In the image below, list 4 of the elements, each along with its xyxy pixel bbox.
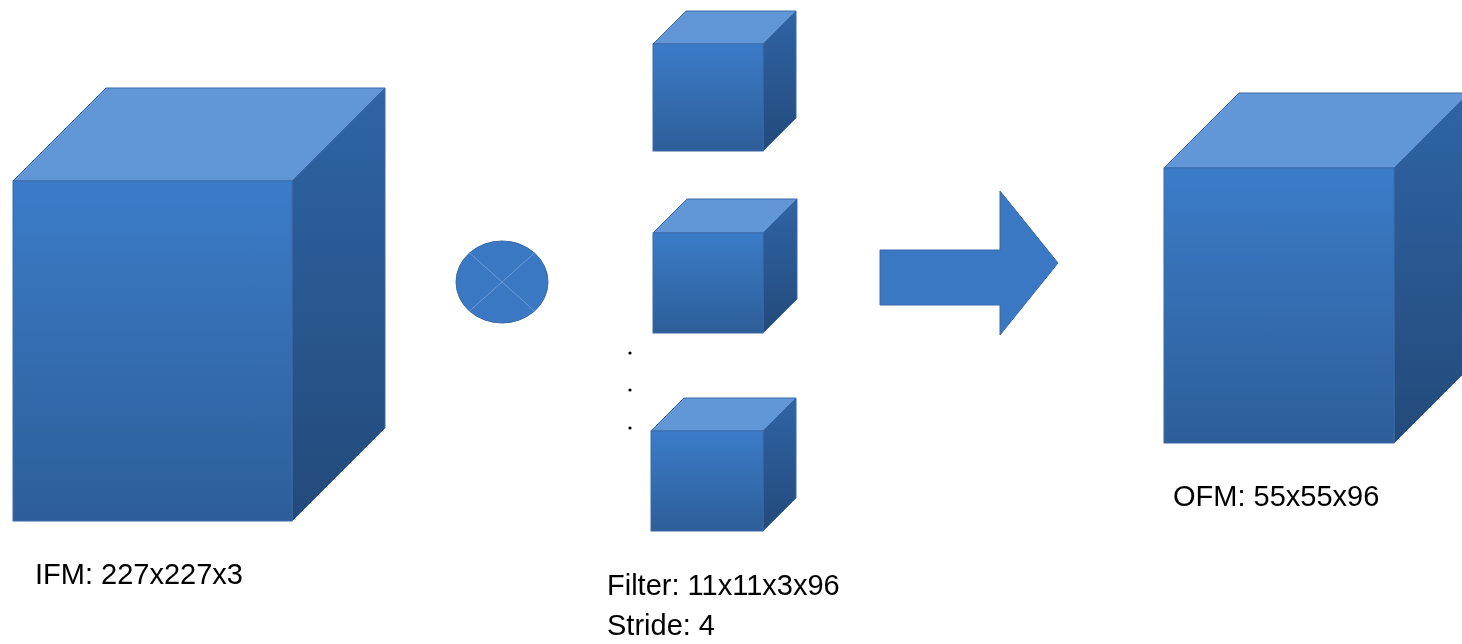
filter-caption: Stride: 4: [607, 608, 716, 643]
cube-label: OFM: 55x55x96: [1173, 479, 1381, 513]
filter-caption: Filter: 11x11x3x96: [607, 568, 840, 603]
cube-label: IFM: 227x227x3: [35, 557, 244, 591]
